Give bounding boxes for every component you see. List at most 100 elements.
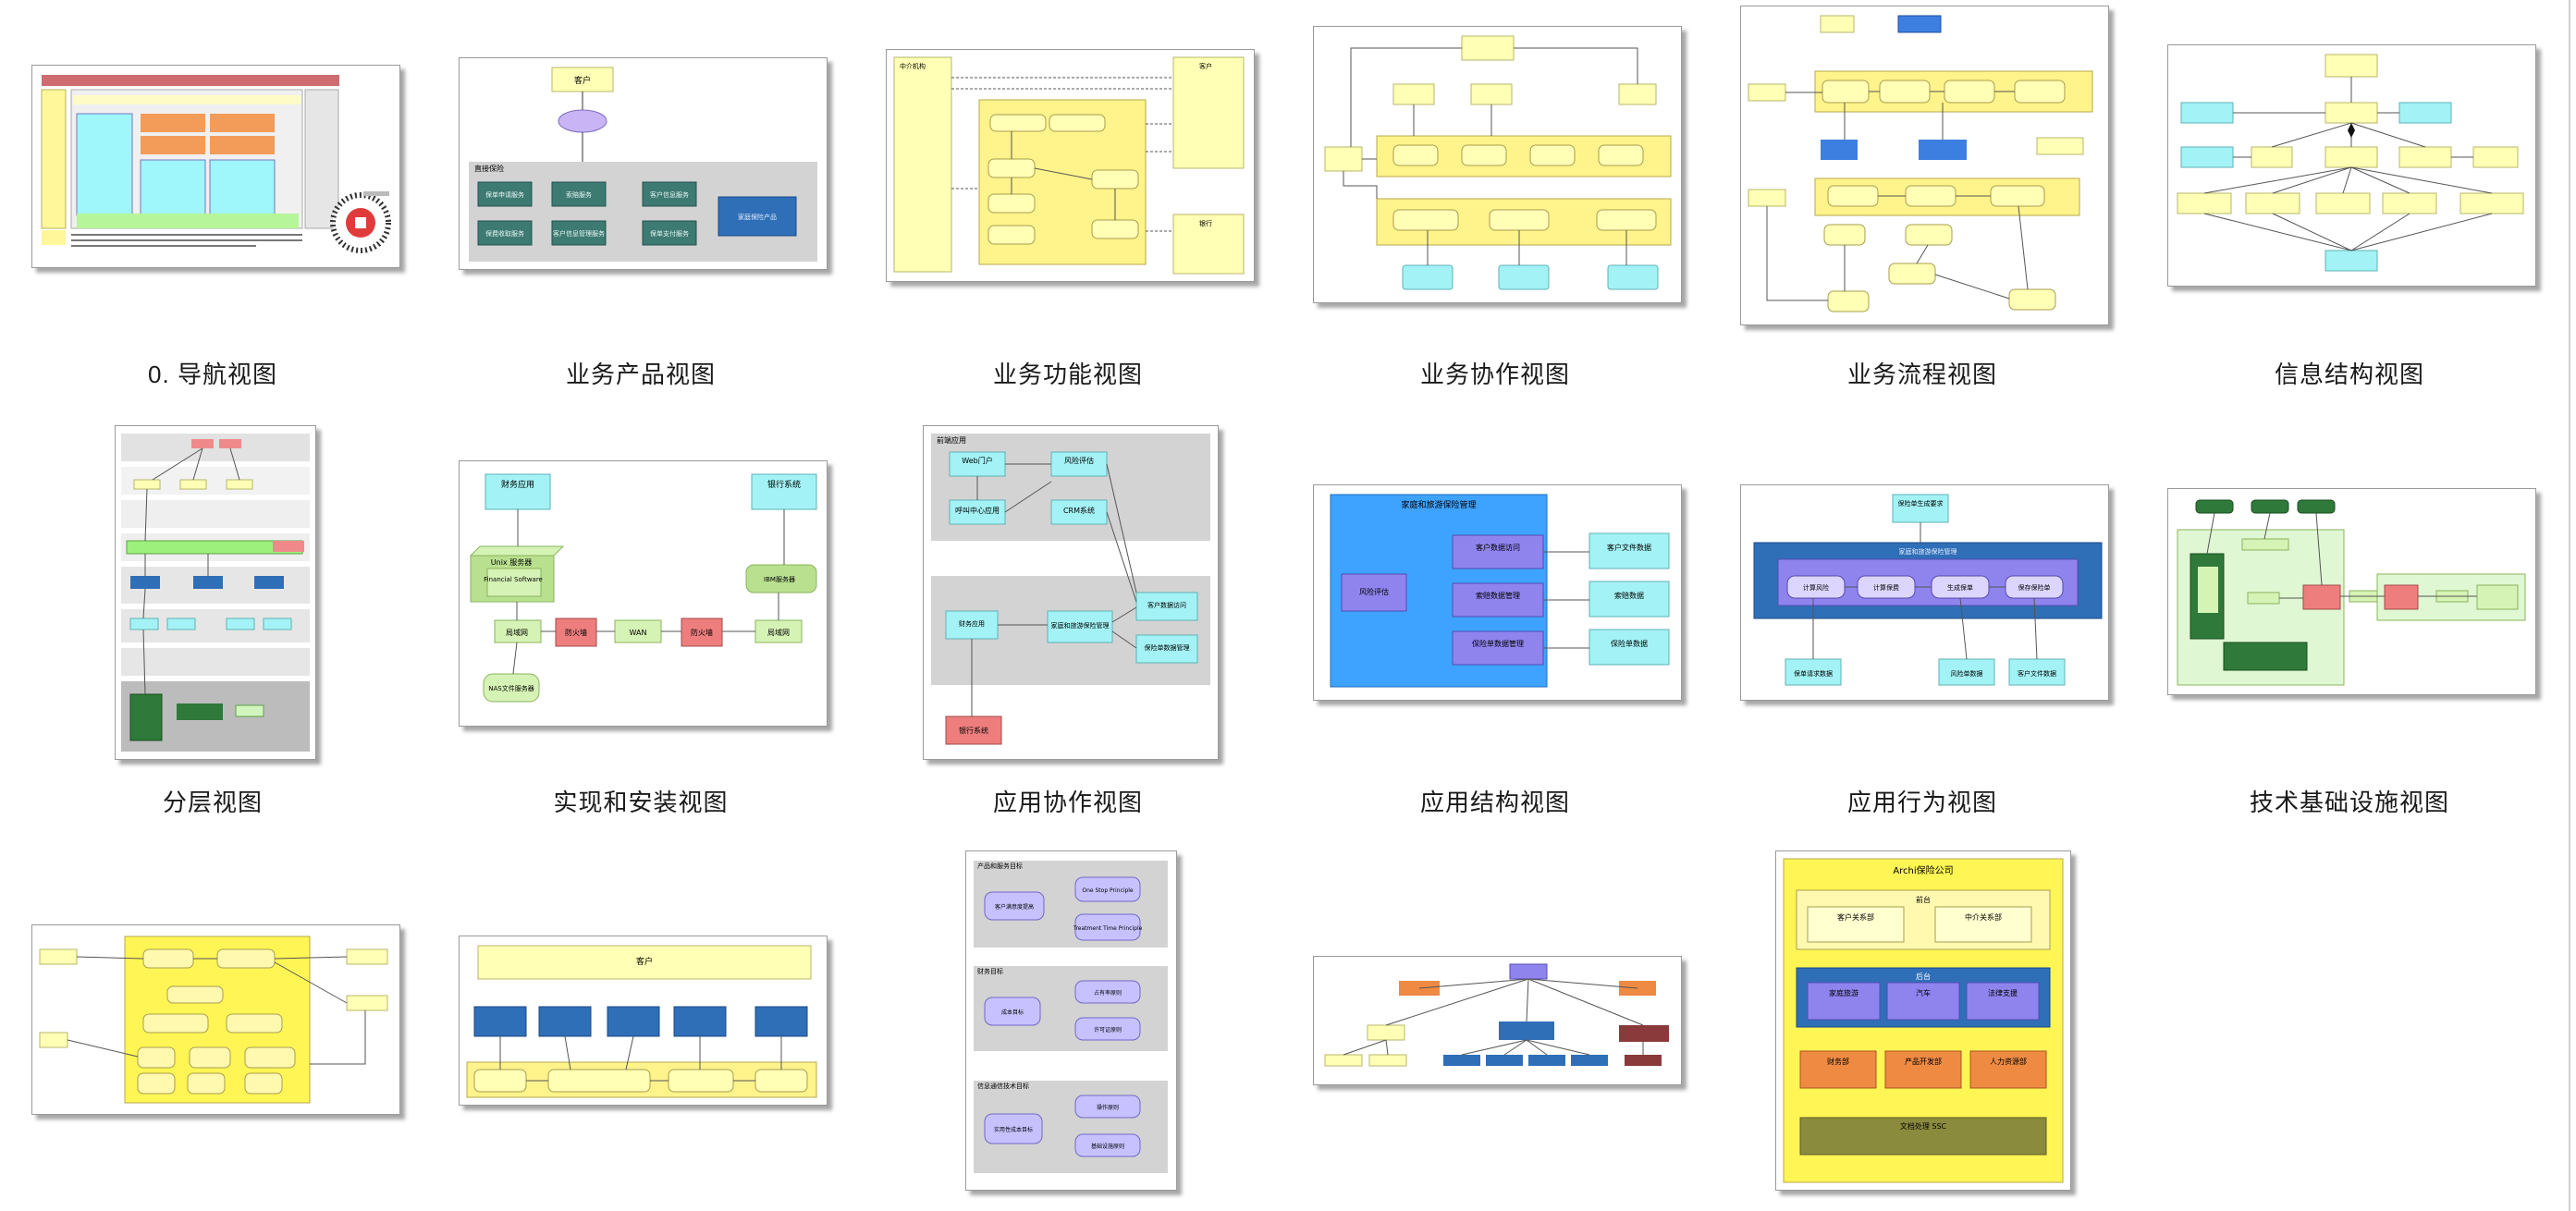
- goals-p5-text: 占有率原则: [1094, 989, 1122, 997]
- right-edge-rule: [2569, 0, 2570, 1211]
- appcollab-crm-text: CRM系统: [1063, 506, 1095, 515]
- appcollab-callcenter-text: 呼叫中心应用: [955, 506, 1000, 515]
- appstruct-risk-text: 风险评估: [1359, 587, 1389, 596]
- service-1-text: 保单申请服务: [485, 190, 524, 199]
- thumbnail-customer-services[interactable]: 客户: [459, 936, 828, 1106]
- impl-wan-text: WAN: [630, 629, 647, 637]
- caption-technology-infrastructure: 技术基础设施视图: [2249, 789, 2449, 816]
- appbehavior-top-text: 家庭和旅游保险管理: [1899, 547, 1957, 556]
- caption-application-behavior: 应用行为视图: [1846, 789, 1997, 816]
- impl-nas-text: NAS文件服务器: [488, 684, 534, 692]
- thumbnail-business-product[interactable]: 客户 直接保险 保单申请服务 索赔服务 客户信息服务 保费收取服务 客户信息管理…: [459, 57, 828, 270]
- org-legal-text: 法律支援: [1988, 988, 2018, 997]
- thumbnail-implementation-deployment[interactable]: 财务应用 银行系统 Unix 服务器 Financial Software IB…: [459, 460, 828, 727]
- impl-sw-text: Financial Software: [484, 576, 543, 583]
- org-front-text: 前台: [1916, 895, 1931, 904]
- appstruct-file-text: 客户文件数据: [1607, 543, 1651, 552]
- appstruct-claim-text: 索赔数据: [1614, 591, 1644, 600]
- caption-implementation-deployment: 实现和安装视图: [553, 789, 729, 816]
- thumbnail-archi-organization[interactable]: Archi保险公司 前台 客户关系部 中介关系部 后台 家庭旅游 汽车 法律支援…: [1775, 850, 2071, 1191]
- impl-finance-text: 财务应用: [501, 479, 534, 490]
- caption-application-collaboration: 应用协作视图: [992, 789, 1143, 816]
- appbehavior-risk-text: 风险单数据: [1951, 669, 1983, 678]
- service-4-text: 保费收取服务: [485, 229, 524, 238]
- thumbnail-organization-tree[interactable]: [1313, 956, 1682, 1085]
- service-3-text: 客户信息服务: [650, 190, 689, 199]
- impl-lan-text: 局域网: [506, 628, 528, 637]
- org-back-text: 后台: [1916, 972, 1931, 981]
- appstruct-policy-text: 保险单数据: [1611, 639, 1648, 648]
- goals-g3-text: 信息通信技术目标: [977, 1082, 1029, 1090]
- appcollab-custdata-text: 客户数据访问: [1147, 601, 1186, 609]
- thumbnail-application-behavior[interactable]: 保险单生成要求 家庭和旅游保险管理 计算风险 计算保费 生成保单 保存保险单 保…: [1740, 484, 2109, 701]
- impl-unix-text: Unix 服务器: [491, 557, 532, 567]
- impl-bank-text: 银行系统: [767, 479, 801, 490]
- goals-g2-text: 财务目标: [977, 967, 1003, 975]
- org-cust-text: 客户关系部: [1837, 912, 1874, 922]
- goals-p6-text: 许可证原则: [1094, 1026, 1122, 1034]
- appcollab-group-text: 前端应用: [937, 435, 966, 445]
- thumbnail-business-collaboration[interactable]: [1313, 26, 1682, 303]
- appcollab-web-text: Web门户: [962, 456, 992, 465]
- caption-business-product: 业务产品视图: [565, 361, 716, 388]
- thumbnail-application-structure[interactable]: 家庭和旅游保险管理 风险评估 客户数据访问 索赔数据管理 保险单数据管理 客户文…: [1313, 484, 1682, 701]
- thumbnail-process-detail[interactable]: [31, 924, 400, 1115]
- impl-firewall-1-text: 防火墙: [565, 628, 587, 637]
- caption-business-process: 业务流程视图: [1846, 361, 1997, 388]
- appbehavior-store-text: 保存保险单: [2018, 583, 2051, 592]
- thumbnail-navigation[interactable]: [31, 65, 400, 268]
- org-agent-text: 中介关系部: [1965, 912, 2002, 922]
- caption-business-function: 业务功能视图: [992, 361, 1143, 388]
- goals-p3-text: Treatment Time Principle: [1073, 925, 1143, 932]
- goals-p1-text: 客户满意度提高: [995, 903, 1034, 911]
- service-6-text: 保单支付服务: [650, 229, 689, 238]
- org-hr-text: 人力资源部: [1990, 1057, 2027, 1066]
- thumbnail-layered[interactable]: [115, 425, 316, 760]
- appbehavior-create-text: 生成保单: [1947, 583, 1973, 592]
- appcollab-risk-text: 风险评估: [1064, 456, 1094, 465]
- appbehavior-cust-text: 客户文件数据: [2018, 669, 2056, 678]
- appcollab-home-text: 家庭和旅游保险管理: [1051, 621, 1110, 630]
- thumbnail-business-process[interactable]: [1740, 6, 2109, 325]
- caption-application-structure: 应用结构视图: [1419, 789, 1570, 816]
- impl-firewall-2-text: 防火墙: [691, 628, 713, 637]
- org-home-text: 家庭旅游: [1829, 988, 1858, 997]
- thumbnail-goals-principles[interactable]: 产品和服务目标 客户满意度提高 One Stop Principle Treat…: [965, 850, 1177, 1191]
- thumbnail-business-function[interactable]: 中介机构 客户 银行: [886, 49, 1255, 282]
- appbehavior-calc-text: 计算风险: [1803, 583, 1829, 592]
- appbehavior-event-text: 保险单生成要求: [1898, 499, 1944, 508]
- thumbnail-application-collaboration[interactable]: 前端应用 Web门户 风险评估 呼叫中心应用 CRM系统 财务应用 家庭和旅游保…: [923, 425, 1219, 760]
- appbehavior-verify-text: 计算保费: [1873, 583, 1899, 592]
- impl-lan2-text: 局域网: [767, 628, 790, 637]
- appstruct-title-text: 家庭和旅游保险管理: [1401, 499, 1476, 510]
- product-home-text: 家庭保险产品: [738, 213, 777, 221]
- caption-business-collaboration: 业务协作视图: [1419, 361, 1570, 388]
- services-customer-text: 客户: [636, 956, 653, 967]
- org-fin-text: 财务部: [1827, 1057, 1849, 1066]
- function-right-top-text: 客户: [1199, 62, 1212, 70]
- org-prod-text: 产品开发部: [1905, 1057, 1942, 1066]
- org-title-text: Archi保险公司: [1893, 864, 1953, 876]
- caption-information-structure: 信息结构视图: [2274, 361, 2424, 388]
- caption-layered: 分层视图: [162, 789, 263, 816]
- goals-p2-text: One Stop Principle: [1082, 887, 1134, 894]
- appcollab-finance-text: 财务应用: [959, 619, 985, 628]
- goals-p9-text: 基础设施原则: [1091, 1143, 1124, 1150]
- function-left-text: 中介机构: [900, 62, 926, 70]
- appcollab-policy-text: 保险单数据管理: [1145, 643, 1190, 652]
- appcollab-bank-text: 银行系统: [959, 726, 988, 735]
- goals-p7-text: 实用性成本目标: [994, 1126, 1033, 1133]
- product-layer-text: 直接保险: [474, 164, 504, 173]
- service-2-text: 索赔服务: [566, 190, 592, 199]
- appstruct-policymgmt-text: 保险单数据管理: [1472, 639, 1524, 648]
- org-car-text: 汽车: [1916, 988, 1931, 997]
- caption-navigation: 0. 导航视图: [148, 361, 277, 388]
- product-customer-text: 客户: [574, 75, 591, 86]
- service-5-text: 客户信息管理服务: [553, 229, 605, 238]
- appstruct-access-text: 客户数据访问: [1476, 543, 1520, 552]
- thumbnail-technology-infrastructure[interactable]: [2167, 488, 2536, 695]
- goals-g1-text: 产品和服务目标: [977, 862, 1023, 870]
- thumbnail-information-structure[interactable]: [2167, 44, 2536, 287]
- goals-p4-text: 成本目标: [1001, 1009, 1024, 1016]
- impl-ibm-text: IBM服务器: [764, 575, 795, 583]
